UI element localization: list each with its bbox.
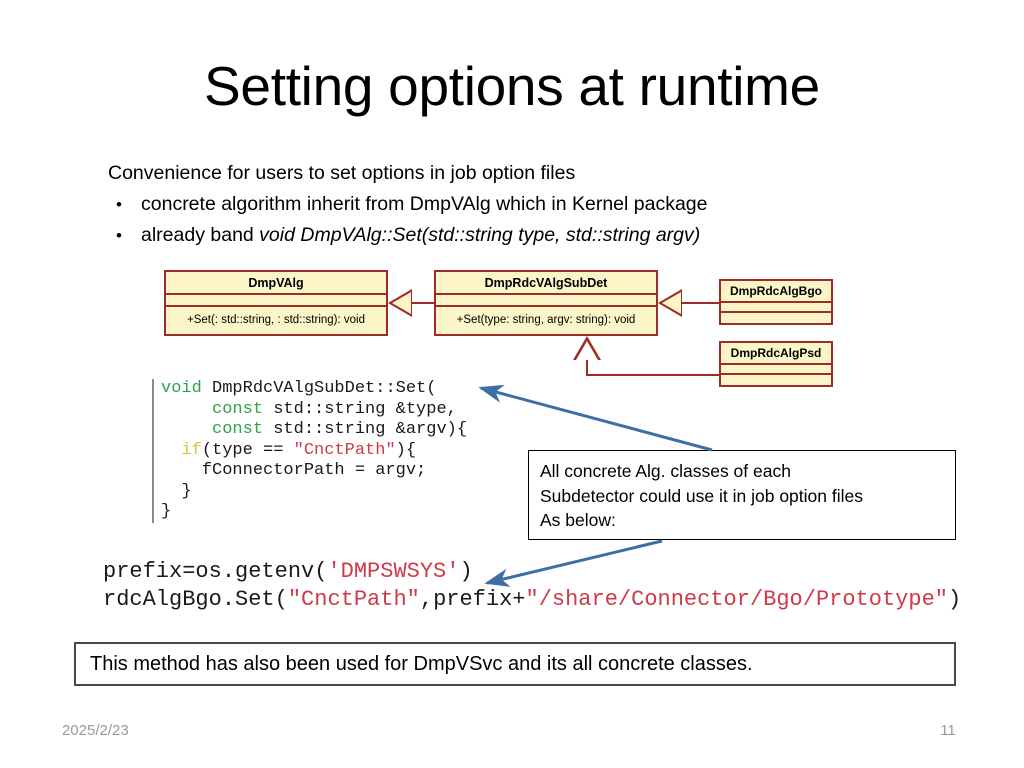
code-token: DmpRdcVAlgSubDet::Set( bbox=[201, 379, 437, 398]
uml-class-dmpvalg-attributes bbox=[166, 295, 386, 307]
callout-line-2: Subdetector could use it in job option f… bbox=[540, 485, 863, 506]
uml-generalization-arrow-bgo bbox=[658, 289, 682, 317]
uml-class-dmprdcalgpsd-title: DmpRdcAlgPsd bbox=[721, 343, 831, 365]
code-token: std::string &type, bbox=[263, 399, 457, 419]
bullet-dot-icon: • bbox=[116, 195, 122, 214]
uml-class-dmprdcalgpsd-methods bbox=[721, 375, 831, 385]
uml-generalization-arrow-psd-inner bbox=[576, 341, 598, 360]
uml-class-dmprdcvalgsubdet[interactable]: DmpRdcVAlgSubDet +Set(type: string, argv… bbox=[434, 270, 658, 336]
code-cpp-line-5: fConnectorPath = argv; bbox=[161, 461, 467, 482]
callout-line-3: As below: bbox=[540, 510, 616, 530]
code-token: ) bbox=[459, 559, 473, 584]
uml-class-dmprdcvalgsubdet-attributes bbox=[436, 295, 656, 307]
code-token: std::string &argv){ bbox=[263, 420, 468, 439]
uml-generalization-arrow-dmpvalg bbox=[388, 289, 412, 317]
code-cpp-line-1: void DmpRdcVAlgSubDet::Set( bbox=[161, 379, 467, 400]
bullet-item-2-signature: void DmpVAlg::Set(std::string type, std:… bbox=[259, 224, 701, 246]
code-token: } bbox=[161, 481, 192, 501]
bullet-item-1-text: concrete algorithm inherit from DmpVAlg … bbox=[141, 193, 708, 215]
code-token bbox=[161, 400, 212, 419]
code-token: rdcAlgBgo.Set( bbox=[103, 587, 288, 612]
uml-class-dmprdcalgbgo[interactable]: DmpRdcAlgBgo bbox=[719, 279, 833, 325]
code-token: const bbox=[212, 420, 264, 439]
code-block-python: prefix=os.getenv('DMPSWSYS')rdcAlgBgo.Se… bbox=[103, 558, 961, 614]
code-token: prefix=os.getenv( bbox=[103, 559, 328, 584]
uml-generalization-arrow-psd bbox=[573, 336, 601, 360]
uml-class-dmprdcalgbgo-methods bbox=[721, 313, 831, 323]
code-python-line-2: rdcAlgBgo.Set("CnctPath",prefix+"/share/… bbox=[103, 586, 961, 614]
code-token: void bbox=[161, 379, 202, 398]
code-block-cpp: void DmpRdcVAlgSubDet::Set( const std::s… bbox=[152, 379, 467, 523]
summary-box: This method has also been used for DmpVS… bbox=[74, 642, 956, 686]
code-cpp-line-4: if(type == "CnctPath"){ bbox=[161, 441, 467, 462]
uml-class-dmprdcalgbgo-title: DmpRdcAlgBgo bbox=[721, 281, 831, 303]
code-token: "CnctPath" bbox=[293, 440, 396, 460]
code-token: ){ bbox=[395, 440, 417, 460]
body-text-block: Convenience for users to set options in … bbox=[108, 158, 938, 251]
bullet-item-1: • concrete algorithm inherit from DmpVAl… bbox=[108, 189, 938, 220]
uml-class-dmpvalg-title: DmpVAlg bbox=[166, 272, 386, 295]
code-token: "CnctPath" bbox=[287, 587, 420, 612]
code-token: } bbox=[161, 502, 172, 521]
code-cpp-line-6: } bbox=[161, 482, 467, 503]
uml-class-dmprdcalgpsd[interactable]: DmpRdcAlgPsd bbox=[719, 341, 833, 387]
code-token: if bbox=[181, 440, 202, 460]
uml-connector-psd-vertical bbox=[586, 360, 588, 376]
uml-class-dmprdcvalgsubdet-title: DmpRdcVAlgSubDet bbox=[436, 272, 656, 295]
uml-class-dmpvalg[interactable]: DmpVAlg +Set(: std::string, : std::strin… bbox=[164, 270, 388, 336]
intro-line: Convenience for users to set options in … bbox=[108, 162, 576, 184]
bullet-item-2-text: already band bbox=[141, 224, 260, 246]
code-token bbox=[161, 420, 212, 439]
uml-generalization-arrow-dmpvalg-inner bbox=[392, 292, 411, 314]
code-cpp-line-2: const std::string &type, bbox=[161, 400, 467, 421]
code-cpp-line-7: } bbox=[161, 502, 467, 523]
uml-connector-bgo-to-subdet bbox=[682, 302, 720, 304]
page-title: Setting options at runtime bbox=[204, 55, 820, 117]
code-token: fConnectorPath = argv; bbox=[161, 461, 427, 480]
uml-connector-psd-horizontal bbox=[586, 374, 721, 376]
bullet-item-2: • already band void DmpVAlg::Set(std::st… bbox=[108, 220, 938, 251]
uml-connector-subdet-to-dmpvalg bbox=[412, 302, 436, 304]
uml-class-dmprdcalgpsd-attributes bbox=[721, 365, 831, 375]
footer-date: 2025/2/23 bbox=[62, 722, 129, 739]
code-token: ) bbox=[947, 587, 962, 612]
callout-line-1: All concrete Alg. classes of each bbox=[540, 461, 791, 481]
code-cpp-line-3: const std::string &argv){ bbox=[161, 420, 467, 441]
annotation-arrow-to-code bbox=[478, 384, 713, 452]
bullet-dot-icon: • bbox=[116, 226, 122, 245]
footer-page-number: 11 bbox=[940, 722, 956, 739]
uml-generalization-arrow-bgo-inner bbox=[662, 292, 681, 314]
code-token bbox=[161, 441, 181, 460]
code-token: const bbox=[212, 399, 264, 419]
uml-class-dmprdcalgbgo-attributes bbox=[721, 303, 831, 313]
code-token: ,prefix+ bbox=[419, 587, 526, 612]
code-token: 'DMPSWSYS' bbox=[327, 559, 460, 584]
uml-class-dmpvalg-method: +Set(: std::string, : std::string): void bbox=[187, 314, 365, 326]
code-token: (type == bbox=[201, 440, 294, 460]
callout-annotation-box: All concrete Alg. classes of each Subdet… bbox=[528, 450, 956, 540]
code-python-line-1: prefix=os.getenv('DMPSWSYS') bbox=[103, 558, 961, 586]
summary-text: This method has also been used for DmpVS… bbox=[90, 653, 753, 675]
code-token: "/share/Connector/Bgo/Prototype" bbox=[525, 587, 948, 612]
uml-class-dmprdcvalgsubdet-method: +Set(type: string, argv: string): void bbox=[456, 314, 636, 326]
